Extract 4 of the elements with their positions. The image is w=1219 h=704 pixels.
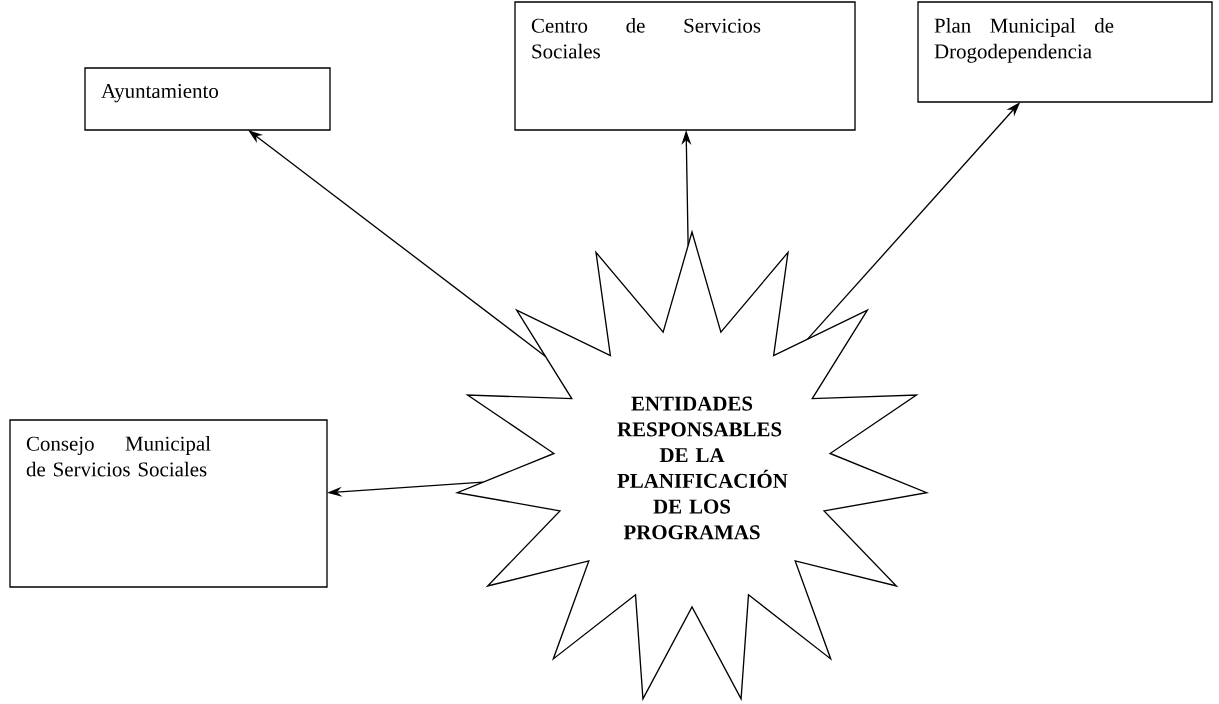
- text-box: Centro de Servicios Sociales: [514, 1, 856, 131]
- text-box: Ayuntamiento: [84, 67, 331, 131]
- text-box: Plan Municipal de Drogodependencia: [917, 1, 1213, 103]
- text-box: Consejo Municipal de Servicios Sociales: [9, 419, 328, 588]
